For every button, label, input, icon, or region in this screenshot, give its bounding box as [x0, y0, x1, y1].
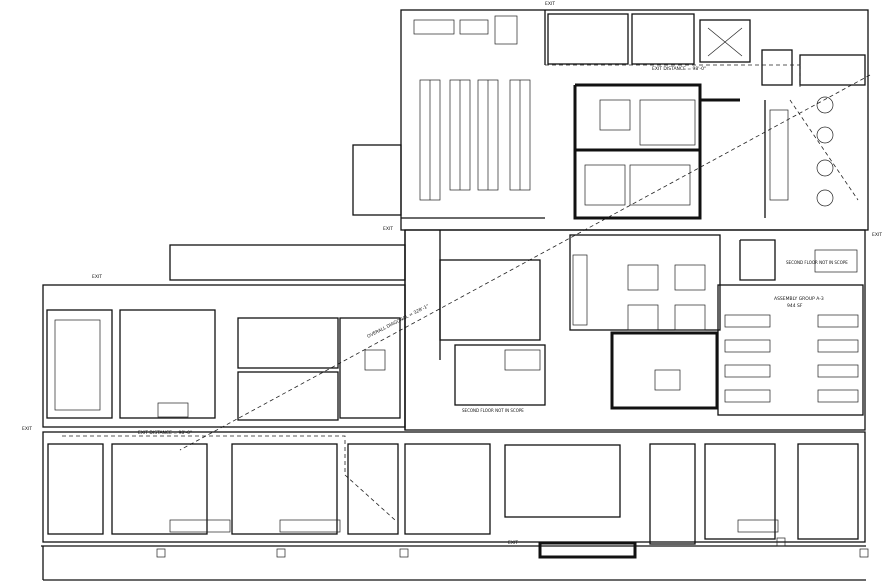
exit-label-right: EXIT	[872, 232, 882, 238]
private-suite	[573, 83, 740, 220]
building-outline	[41, 9, 869, 581]
assembly-area-label: 944 SF	[787, 303, 803, 309]
column-markers	[156, 537, 869, 558]
exit-distance-label-bottom: EXIT DISTANCE = 98'-0"	[138, 430, 192, 436]
northeast-lounge	[764, 96, 834, 218]
north-utility-rooms	[545, 13, 866, 88]
open-office-north	[401, 10, 546, 219]
central-core	[404, 230, 858, 430]
exit-label-mid-upper: EXIT	[383, 226, 393, 232]
egress-lines	[62, 74, 871, 521]
second-floor-label-center: SECOND FLOOR NOT IN SCOPE	[462, 408, 524, 413]
south-offices	[47, 443, 859, 559]
exit-label-top: EXIT	[545, 1, 555, 7]
assembly-group-label: ASSEMBLY GROUP A-3	[774, 296, 824, 302]
assembly-room	[717, 284, 864, 416]
west-offices	[46, 309, 401, 421]
exit-label-west: EXIT	[22, 426, 32, 432]
overall-diagonal-label: OVERALL DIAGONAL = 328'-1"	[366, 303, 430, 340]
second-floor-label-right: SECOND FLOOR NOT IN SCOPE	[786, 260, 848, 265]
exit-label-west-upper: EXIT	[92, 274, 102, 280]
exit-distance-label-top: EXIT DISTANCE = 98'-0"	[652, 66, 706, 72]
exit-label-bottom: EXIT	[508, 540, 518, 546]
